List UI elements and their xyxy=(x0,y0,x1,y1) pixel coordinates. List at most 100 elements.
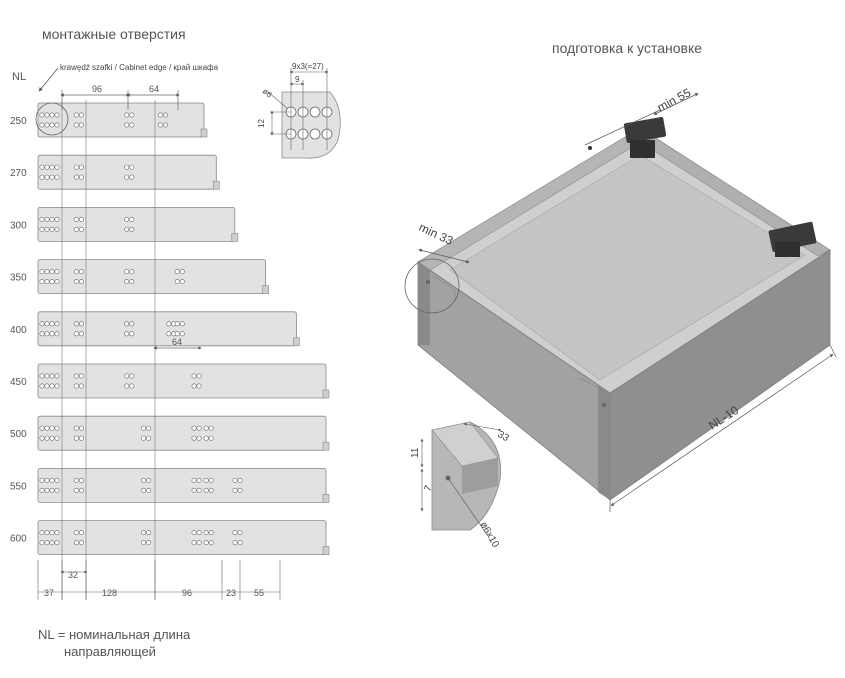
hole xyxy=(39,373,45,379)
hole xyxy=(179,269,185,275)
front-detail: 33 11 7 ø6x10 xyxy=(410,421,511,550)
hole xyxy=(141,530,147,536)
hole xyxy=(203,435,209,441)
hole xyxy=(208,477,214,483)
hole xyxy=(196,540,202,546)
hole xyxy=(191,425,197,431)
top-dim-96: 96 xyxy=(92,84,102,94)
rail-lip xyxy=(213,180,220,190)
rail-450 xyxy=(37,363,327,399)
hole xyxy=(129,164,135,170)
hole xyxy=(39,279,45,285)
bottom-dim-label: 32 xyxy=(68,570,78,580)
hole xyxy=(208,487,214,493)
hole xyxy=(129,122,135,128)
hole xyxy=(166,321,172,327)
hole xyxy=(124,226,130,232)
hole xyxy=(54,279,60,285)
hole xyxy=(39,321,45,327)
hole xyxy=(129,226,135,232)
hole xyxy=(54,331,60,337)
nl-label: 300 xyxy=(10,220,27,231)
hole xyxy=(146,530,152,536)
nl-label: 270 xyxy=(10,168,27,179)
rail-300 xyxy=(37,206,236,242)
nl-label: 350 xyxy=(10,273,27,284)
hole xyxy=(49,174,55,180)
hole xyxy=(44,164,50,170)
edge-arrow xyxy=(38,67,59,92)
hole xyxy=(44,331,50,337)
hole xyxy=(129,373,135,379)
hole xyxy=(196,530,202,536)
hole xyxy=(124,321,130,327)
front-detail-circle xyxy=(404,258,460,314)
hole xyxy=(73,226,79,232)
hole xyxy=(141,487,147,493)
hole xyxy=(39,530,45,536)
hole xyxy=(49,435,55,441)
hole xyxy=(54,164,60,170)
hole xyxy=(78,269,84,275)
hole xyxy=(124,122,130,128)
rail-lip xyxy=(262,285,269,294)
hole xyxy=(129,174,135,180)
hole xyxy=(44,530,50,536)
dim-min-33: min 33 xyxy=(417,220,456,248)
hole xyxy=(49,122,55,128)
rail-270 xyxy=(37,154,217,190)
hole xyxy=(49,226,55,232)
hole xyxy=(44,477,50,483)
dim-min-55: min 55 xyxy=(655,85,694,114)
hole xyxy=(54,487,60,493)
hole xyxy=(39,383,45,389)
hole-detail: 9x3(=27) 9 ø6 12 xyxy=(257,62,341,159)
hole xyxy=(124,279,130,285)
hole xyxy=(179,331,185,337)
hole xyxy=(73,383,79,389)
hole xyxy=(73,477,79,483)
hole xyxy=(141,435,147,441)
hole xyxy=(54,435,60,441)
hole xyxy=(54,477,60,483)
hole xyxy=(191,373,197,379)
hole xyxy=(44,487,50,493)
hole xyxy=(203,540,209,546)
hole xyxy=(191,487,197,493)
rear-clip-right xyxy=(768,221,817,257)
detail-dim-11: 11 xyxy=(410,447,421,458)
hole xyxy=(196,383,202,389)
hole xyxy=(78,331,84,337)
rail-400 xyxy=(37,311,297,347)
edge-label: krawędź szafki / Cabinet edge / край шка… xyxy=(60,63,219,72)
hole xyxy=(237,487,243,493)
hole xyxy=(208,540,214,546)
hole xyxy=(179,279,185,285)
hole xyxy=(44,269,50,275)
hole xyxy=(73,435,79,441)
hole xyxy=(49,164,55,170)
hole xyxy=(124,383,130,389)
hole xyxy=(129,112,135,118)
hole xyxy=(124,373,130,379)
hole xyxy=(174,269,180,275)
hole xyxy=(44,321,50,327)
hole xyxy=(44,279,50,285)
hole xyxy=(54,122,60,128)
hole xyxy=(39,174,45,180)
hole xyxy=(208,530,214,536)
hole xyxy=(124,216,130,222)
hole xyxy=(49,331,55,337)
hole xyxy=(73,487,79,493)
hole xyxy=(146,435,152,441)
hole xyxy=(73,373,79,379)
rail-lip xyxy=(322,546,330,555)
hole xyxy=(124,164,130,170)
hole xyxy=(49,530,55,536)
detail-dim-top: 9x3(=27) xyxy=(292,62,324,71)
hole xyxy=(73,331,79,337)
hole xyxy=(73,122,79,128)
bottom-dim-label: 23 xyxy=(226,588,236,598)
hole xyxy=(124,269,130,275)
